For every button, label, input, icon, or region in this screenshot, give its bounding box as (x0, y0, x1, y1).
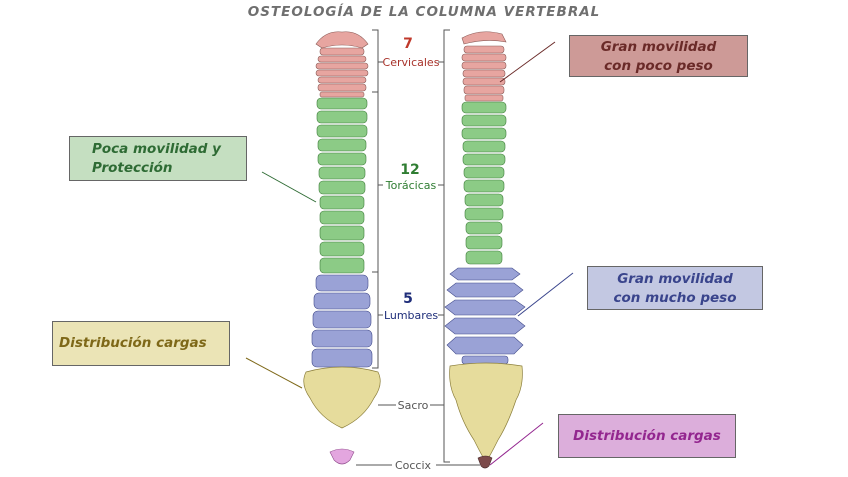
back-coccyx (477, 455, 493, 469)
back-cervical-vertebrae (461, 31, 507, 102)
region-brackets (356, 29, 480, 466)
callout-low-mobility-protection: Poca movilidad y Protección (69, 136, 247, 181)
front-coccyx (329, 448, 355, 465)
leader-lumbar (517, 272, 574, 317)
leader-sacrum (245, 357, 303, 389)
front-lumbar-vertebrae (311, 274, 373, 368)
back-sacrum (449, 362, 523, 463)
sacrum-label: Sacro (398, 399, 429, 412)
callout-load-distribution-sacrum: Distribución cargas (52, 321, 230, 366)
thoracic-label: Torácicas (385, 179, 437, 192)
lumbar-count: 5 (403, 291, 413, 307)
callout-line-2: con poco peso (604, 58, 713, 74)
callout-load-distribution-coccyx: Distribución cargas (558, 414, 736, 458)
callout-line-2: Protección (92, 160, 173, 176)
callout-text: Distribución cargas (59, 335, 207, 351)
callout-line-1: Gran movilidad (617, 271, 733, 287)
cervical-label: Cervicales (383, 56, 440, 69)
front-sacrum (303, 366, 381, 429)
back-view-spine (444, 31, 526, 469)
coccyx-label: Coccix (395, 459, 432, 472)
front-view-spine (303, 31, 381, 465)
leader-coccyx (489, 422, 544, 466)
callout-line-1: Poca movilidad y (92, 141, 221, 157)
callout-high-mobility-high-weight: Gran movilidad con mucho peso (587, 266, 763, 310)
cervical-count: 7 (403, 36, 413, 52)
callout-line-2: con mucho peso (613, 290, 737, 306)
callout-high-mobility-low-weight: Gran movilidad con poco peso (569, 35, 748, 77)
callout-leader-lines (245, 41, 574, 466)
callout-line-1: Gran movilidad (600, 39, 717, 55)
back-thoracic-vertebrae (461, 101, 507, 265)
thoracic-count: 12 (400, 162, 419, 178)
page-title: OSTEOLOGÍA DE LA COLUMNA VERTEBRAL (247, 4, 601, 20)
front-thoracic-vertebrae (316, 97, 368, 274)
callout-text: Distribución cargas (573, 427, 721, 444)
front-cervical-vertebrae (315, 31, 369, 98)
back-lumbar-vertebrae (444, 267, 526, 365)
lumbar-label: Lumbares (384, 309, 438, 322)
leader-thoracic (261, 171, 317, 203)
leader-cervical (499, 41, 556, 83)
